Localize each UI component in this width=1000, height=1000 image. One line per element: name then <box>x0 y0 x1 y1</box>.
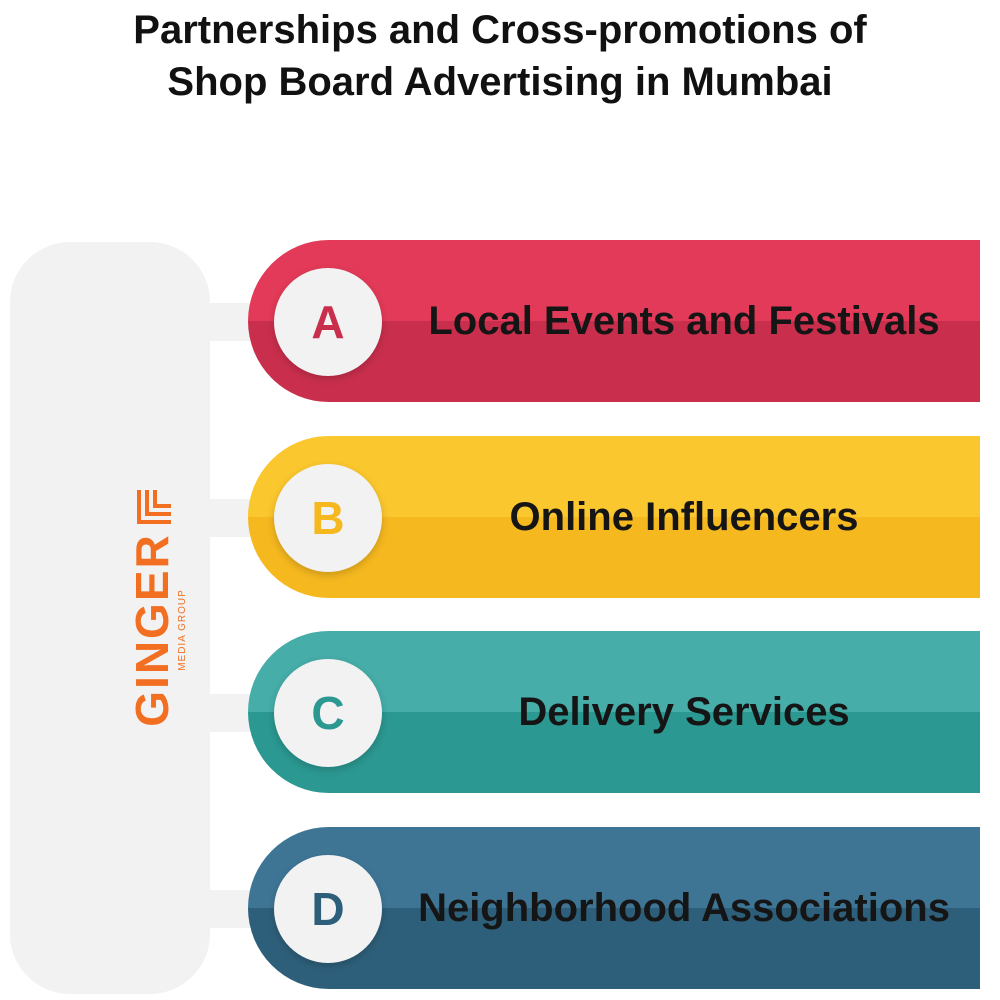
logo-subtitle: MEDIA GROUP <box>177 589 188 671</box>
band-a-label: Local Events and Festivals <box>428 299 940 343</box>
logo-wordmark: GINGER <box>126 533 178 727</box>
band-b-label: Online Influencers <box>509 495 859 539</box>
band-d-label: Neighborhood Associations <box>418 886 950 930</box>
letter-badge-b: B <box>274 464 382 572</box>
title-line-2: Shop Board Advertising in Mumbai <box>167 60 833 104</box>
band-c-label: Delivery Services <box>518 690 850 734</box>
ginger-logo: GINGER MEDIA GROUP <box>85 470 195 730</box>
band-a: Local Events and Festivals <box>248 240 980 402</box>
vertical-spine <box>10 242 210 994</box>
letter-badge-d: D <box>274 855 382 963</box>
letter-badge-a: A <box>274 268 382 376</box>
title-line-1: Partnerships and Cross-promotions of <box>133 8 867 52</box>
page-title: Partnerships and Cross-promotions of Sho… <box>0 4 1000 108</box>
letter-badge-c: C <box>274 659 382 767</box>
logo-mark-icon <box>137 490 171 524</box>
